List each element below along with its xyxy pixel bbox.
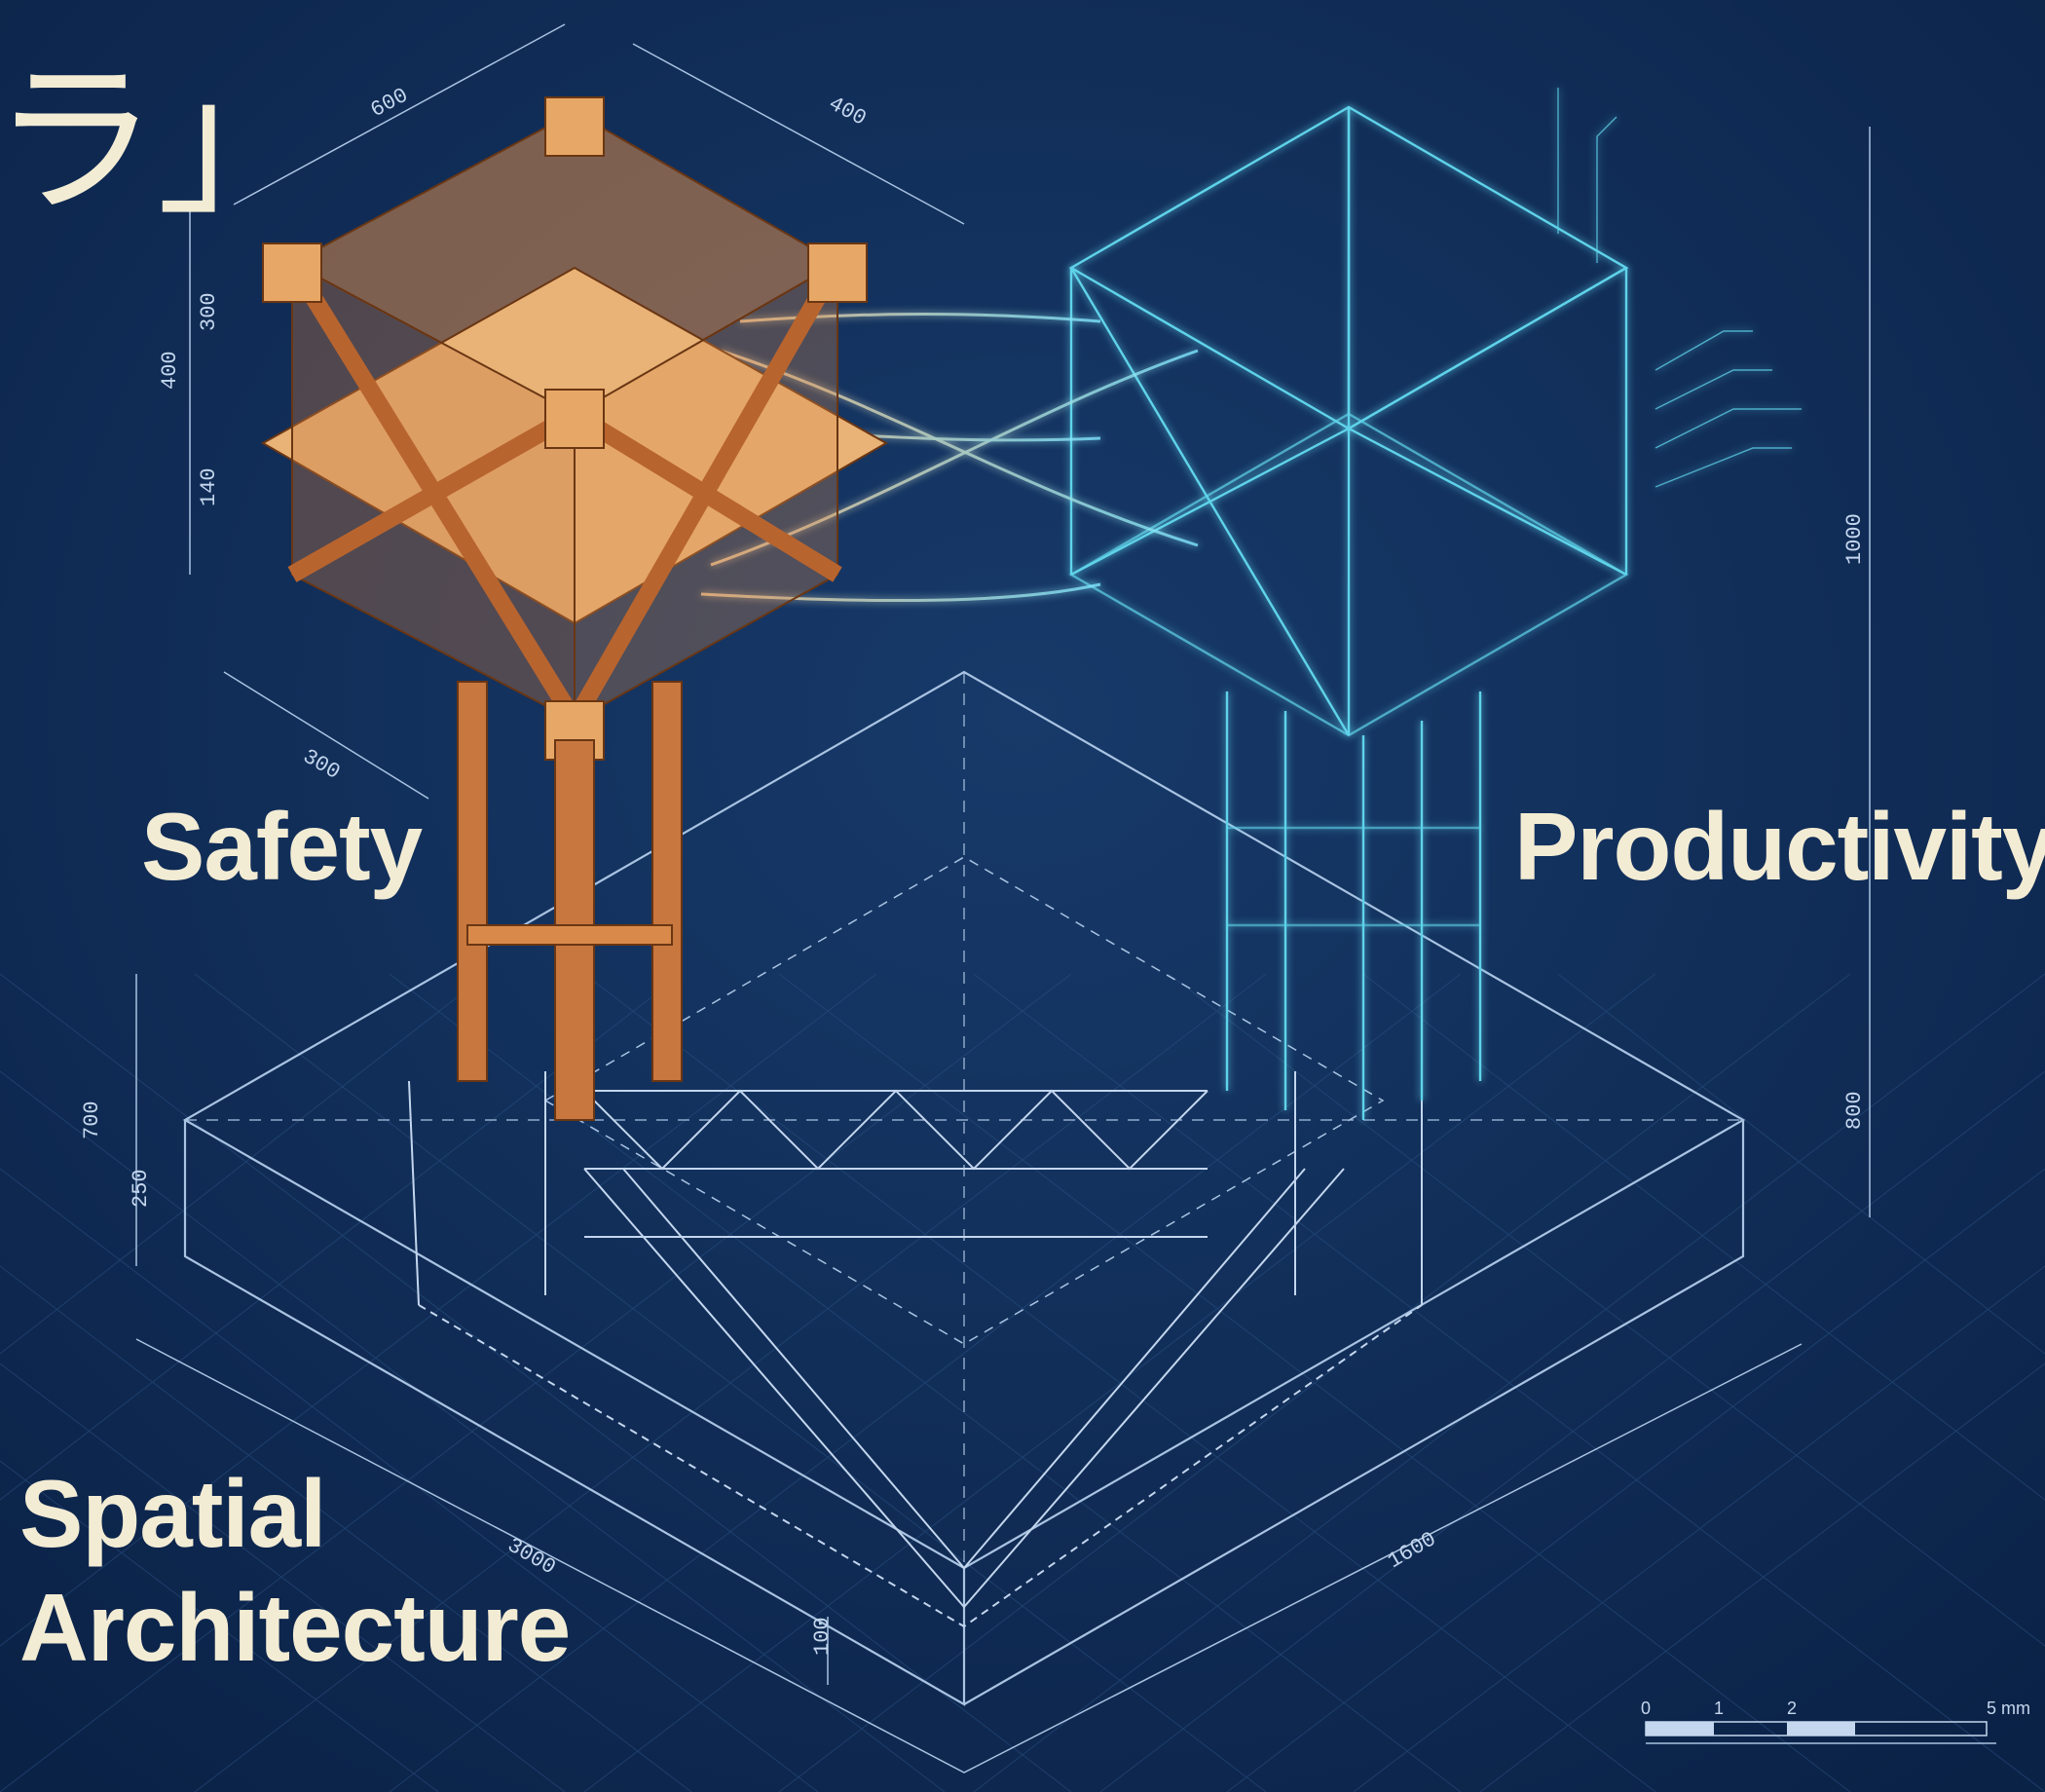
productivity-label: Productivity bbox=[1514, 793, 2045, 900]
digital-structure bbox=[1068, 88, 1802, 1120]
scale-tick-label: 5 mm bbox=[1987, 1699, 2030, 1718]
dim-label: 250 bbox=[129, 1169, 153, 1208]
dim-label: 400 bbox=[158, 351, 182, 390]
platform-center-axis bbox=[185, 672, 1743, 1568]
digital-leg-ties bbox=[1227, 826, 1480, 927]
dim-label: 100 bbox=[810, 1617, 835, 1656]
scale-tick-label: 0 bbox=[1641, 1699, 1651, 1718]
wood-braces bbox=[284, 258, 845, 726]
digital-legs bbox=[1225, 691, 1482, 1120]
architecture-label: Architecture bbox=[19, 1574, 571, 1681]
scale-bar: 0 1 2 5 mm bbox=[1641, 1699, 2030, 1736]
spatial-label: Spatial bbox=[19, 1460, 326, 1567]
dim-label: 800 bbox=[1842, 1091, 1867, 1130]
title-fragment: ラ」 bbox=[0, 49, 322, 234]
scale-tick-label: 1 bbox=[1714, 1699, 1724, 1718]
wooden-structure bbox=[260, 96, 889, 1121]
digital-circuit-traces bbox=[1557, 88, 1802, 488]
platform-inner-diamond bbox=[543, 856, 1385, 1345]
wood-joints bbox=[262, 96, 868, 761]
isometric-grid bbox=[0, 973, 2045, 1792]
base-truss bbox=[408, 1071, 1423, 1628]
wood-legs bbox=[457, 681, 683, 1121]
digital-braces bbox=[1069, 107, 1627, 736]
scale-tick-label: 2 bbox=[1787, 1699, 1797, 1718]
base-platform bbox=[182, 670, 1746, 1706]
platform-left-face bbox=[183, 1120, 966, 1706]
wood-leg-ties bbox=[466, 924, 673, 946]
safety-label: Safety bbox=[141, 793, 423, 900]
dim-label: 140 bbox=[197, 467, 221, 506]
dim-label: 1000 bbox=[1842, 513, 1867, 565]
dim-label: 300 bbox=[197, 292, 221, 331]
platform-right-face bbox=[963, 1120, 1745, 1705]
dim-label: 700 bbox=[80, 1101, 104, 1139]
dimension-lines bbox=[135, 23, 1996, 1773]
